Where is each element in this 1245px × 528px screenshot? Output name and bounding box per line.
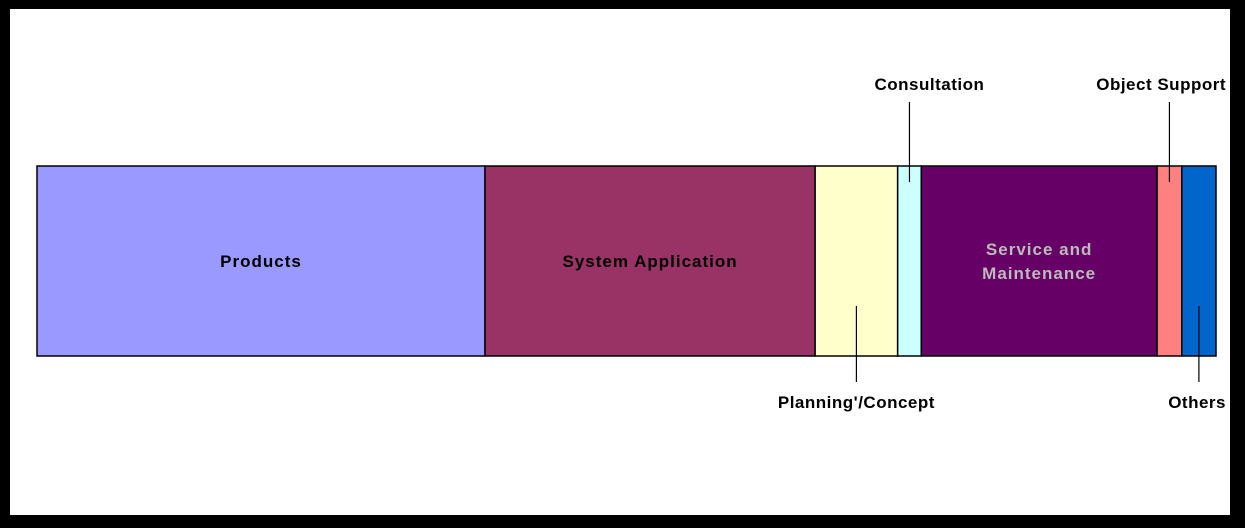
segment-label-service-and-maintenance-1: Service and	[986, 240, 1092, 259]
segment-label-system-application: System Application	[563, 252, 738, 271]
segment-object-support	[1156, 165, 1183, 357]
callout-label-planning-concept: Planning'/Concept	[778, 393, 935, 412]
segment-label-service-and-maintenance-2: Maintenance	[982, 264, 1096, 283]
stacked-bar-chart: Products System ApplicationPlanning'/Conc…	[36, 75, 1226, 412]
segment-label-products: Products	[220, 252, 302, 271]
callout-label-others: Others	[1168, 393, 1226, 412]
segment-service-and-maintenance	[920, 165, 1158, 357]
callout-label-consultation: Consultation	[875, 75, 985, 94]
segment-system-application	[484, 165, 816, 357]
callout-label-object-support: Object Support	[1096, 75, 1226, 94]
segment-planning-concept	[814, 165, 899, 357]
segment-products	[36, 165, 486, 357]
segment-consultation	[896, 165, 922, 357]
